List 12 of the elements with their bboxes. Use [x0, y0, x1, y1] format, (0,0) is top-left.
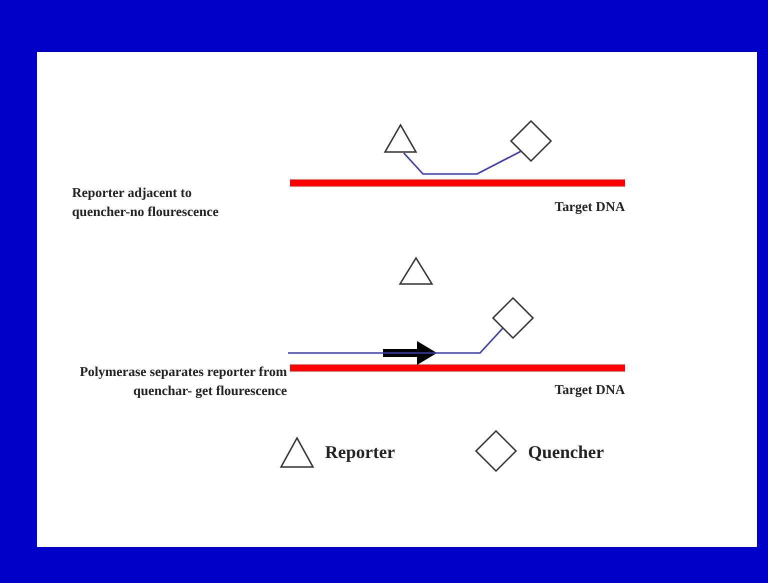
target-label: Target DNA	[554, 198, 625, 216]
legend-text: Quencher	[528, 441, 604, 464]
probe-line	[288, 328, 504, 354]
triangle-symbol	[399, 257, 433, 285]
triangle-symbol	[384, 124, 417, 153]
legend-text: Reporter	[325, 441, 395, 464]
diamond-symbol	[492, 297, 534, 339]
caption-text: Polymerase separates reporter from quenchar- get flourescence	[78, 363, 287, 400]
target-label: Target DNA	[554, 381, 625, 399]
probe-line	[403, 150, 521, 175]
caption-text: Reporter adjacent to quencher-no flourescence	[72, 184, 220, 221]
diamond-symbol	[510, 120, 552, 162]
